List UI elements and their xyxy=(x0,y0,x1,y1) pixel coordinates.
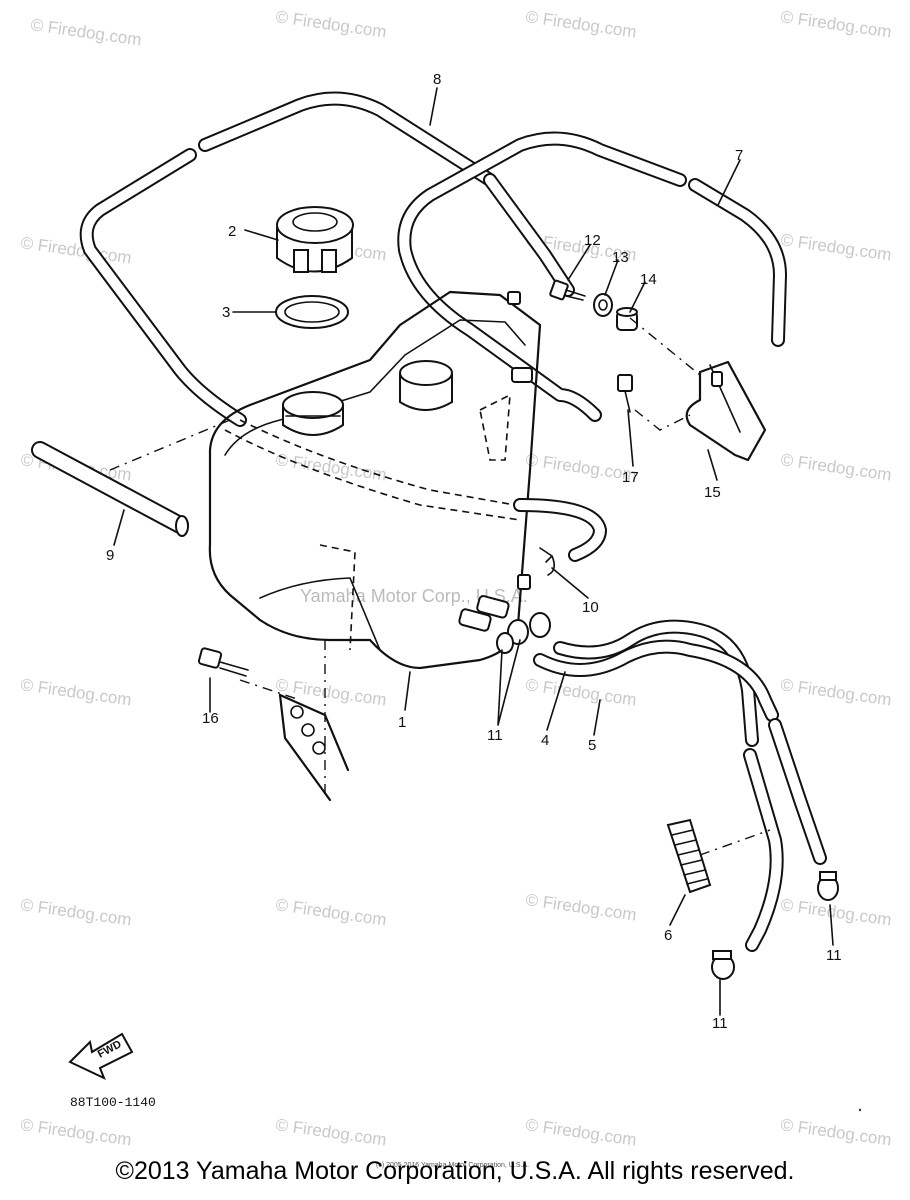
bolt-12 xyxy=(549,279,586,301)
clamp-11-lower-left xyxy=(711,950,735,980)
callout-3: 3 xyxy=(222,304,230,321)
watermark: © Firedog.com xyxy=(779,1115,892,1149)
watermark: © Firedog.com xyxy=(779,675,892,709)
leader-lines xyxy=(113,87,834,1016)
watermark: © Firedog.com xyxy=(524,675,637,709)
bracket-15 xyxy=(685,360,767,462)
watermark: © Firedog.com xyxy=(274,675,387,709)
watermark: © Firedog.com xyxy=(274,895,387,929)
callout-11-c: 11 xyxy=(712,1015,728,1032)
callout-17: 17 xyxy=(622,469,639,486)
watermark: © Firedog.com xyxy=(19,233,132,267)
callout-6: 6 xyxy=(664,927,672,944)
watermark: © Firedog.com xyxy=(19,675,132,709)
hose-7 xyxy=(397,131,787,422)
callout-10: 10 xyxy=(582,599,599,616)
callout-7: 7 xyxy=(735,147,743,164)
watermark: © Firedog.com xyxy=(524,890,637,924)
cap-gasket xyxy=(275,295,349,329)
tank-bolts xyxy=(458,291,533,632)
centerline xyxy=(629,317,701,376)
callout-16: 16 xyxy=(202,710,219,727)
fwd-arrow-icon: FWD xyxy=(68,1032,134,1080)
watermark: © Firedog.com xyxy=(29,15,142,49)
watermark: © Firedog.com xyxy=(524,1115,637,1149)
callout-15: 15 xyxy=(704,484,721,501)
washer-13 xyxy=(593,293,613,317)
centerline xyxy=(634,409,691,431)
watermark: © Firedog.com xyxy=(779,7,892,41)
centerline xyxy=(239,679,301,701)
hose-clamps-11 xyxy=(496,612,551,654)
small-copyright: (c) 2005 2016 Yamaha Motor Corporation, … xyxy=(376,1162,529,1169)
watermark: © Firedog.com xyxy=(19,895,132,929)
bolt-17 xyxy=(617,374,633,413)
hose-4 xyxy=(553,619,784,952)
callout-11-a: 11 xyxy=(487,727,503,744)
callout-2: 2 xyxy=(228,223,236,240)
callouts: 1 2 3 4 5 6 7 8 9 10 11 11 11 12 13 14 1… xyxy=(106,71,842,1032)
watermark: © Firedog.com xyxy=(779,895,892,929)
callout-1: 1 xyxy=(398,714,406,731)
hose-8 xyxy=(79,91,575,427)
watermark: © Firedog.com xyxy=(524,450,637,484)
centerline xyxy=(699,829,771,856)
bolt-16 xyxy=(197,647,249,677)
callout-5: 5 xyxy=(588,737,596,754)
diagram-code: 88T100-1140 xyxy=(70,1095,156,1110)
copyright-notice: ©2013 Yamaha Motor Corporation, U.S.A. A… xyxy=(115,1157,795,1185)
watermark: © Firedog.com xyxy=(779,450,892,484)
collar-14 xyxy=(616,307,638,331)
watermark: © Firedog.com xyxy=(274,1115,387,1149)
center-watermark: Yamaha Motor Corp., U.S.A. xyxy=(300,586,528,606)
watermark: © Firedog.com xyxy=(524,7,637,41)
centerline xyxy=(109,419,231,471)
callout-11-b: 11 xyxy=(826,947,842,964)
watermark: © Firedog.com xyxy=(19,1115,132,1149)
callout-12: 12 xyxy=(584,232,601,249)
clip-10 xyxy=(539,547,556,576)
callout-9: 9 xyxy=(106,547,114,564)
watermark: © Firedog.com xyxy=(274,450,387,484)
watermark: © Firedog.com xyxy=(274,7,387,41)
frame-bracket xyxy=(278,693,350,802)
clamp-11-lower-right xyxy=(817,871,839,901)
watermark: © Firedog.com xyxy=(779,230,892,264)
filler-cap xyxy=(276,206,354,273)
hose-5 xyxy=(533,639,827,865)
callout-8: 8 xyxy=(433,71,441,88)
callout-4: 4 xyxy=(541,732,549,749)
hose-9 xyxy=(31,441,189,537)
callout-13: 13 xyxy=(612,249,629,266)
fuel-tank xyxy=(208,290,542,670)
hose-protector-6 xyxy=(666,818,712,894)
callout-14: 14 xyxy=(640,271,657,288)
